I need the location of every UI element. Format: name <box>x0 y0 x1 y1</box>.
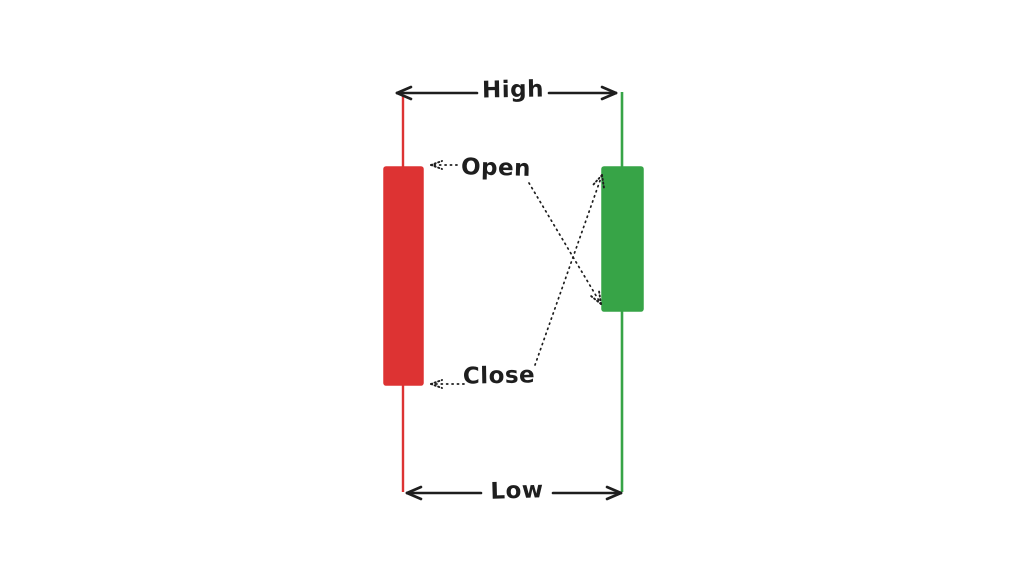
low-range-arrow <box>405 485 623 501</box>
low-label: Low <box>490 477 544 505</box>
bearish-candle <box>383 96 424 492</box>
bearish-candle-body <box>383 166 424 386</box>
close-pointer-to-bullish-top <box>534 174 605 366</box>
open-pointer-to-bullish-bottom <box>528 182 602 305</box>
close-label: Close <box>462 362 536 390</box>
high-label: High <box>481 76 545 104</box>
high-range-arrow <box>395 85 618 101</box>
bullish-candle <box>601 92 644 492</box>
close-pointer-to-bearish-bottom <box>430 379 465 389</box>
open-label: Open <box>460 154 532 182</box>
bullish-candle-body <box>601 166 644 312</box>
open-pointer-to-bearish-top <box>430 160 458 170</box>
